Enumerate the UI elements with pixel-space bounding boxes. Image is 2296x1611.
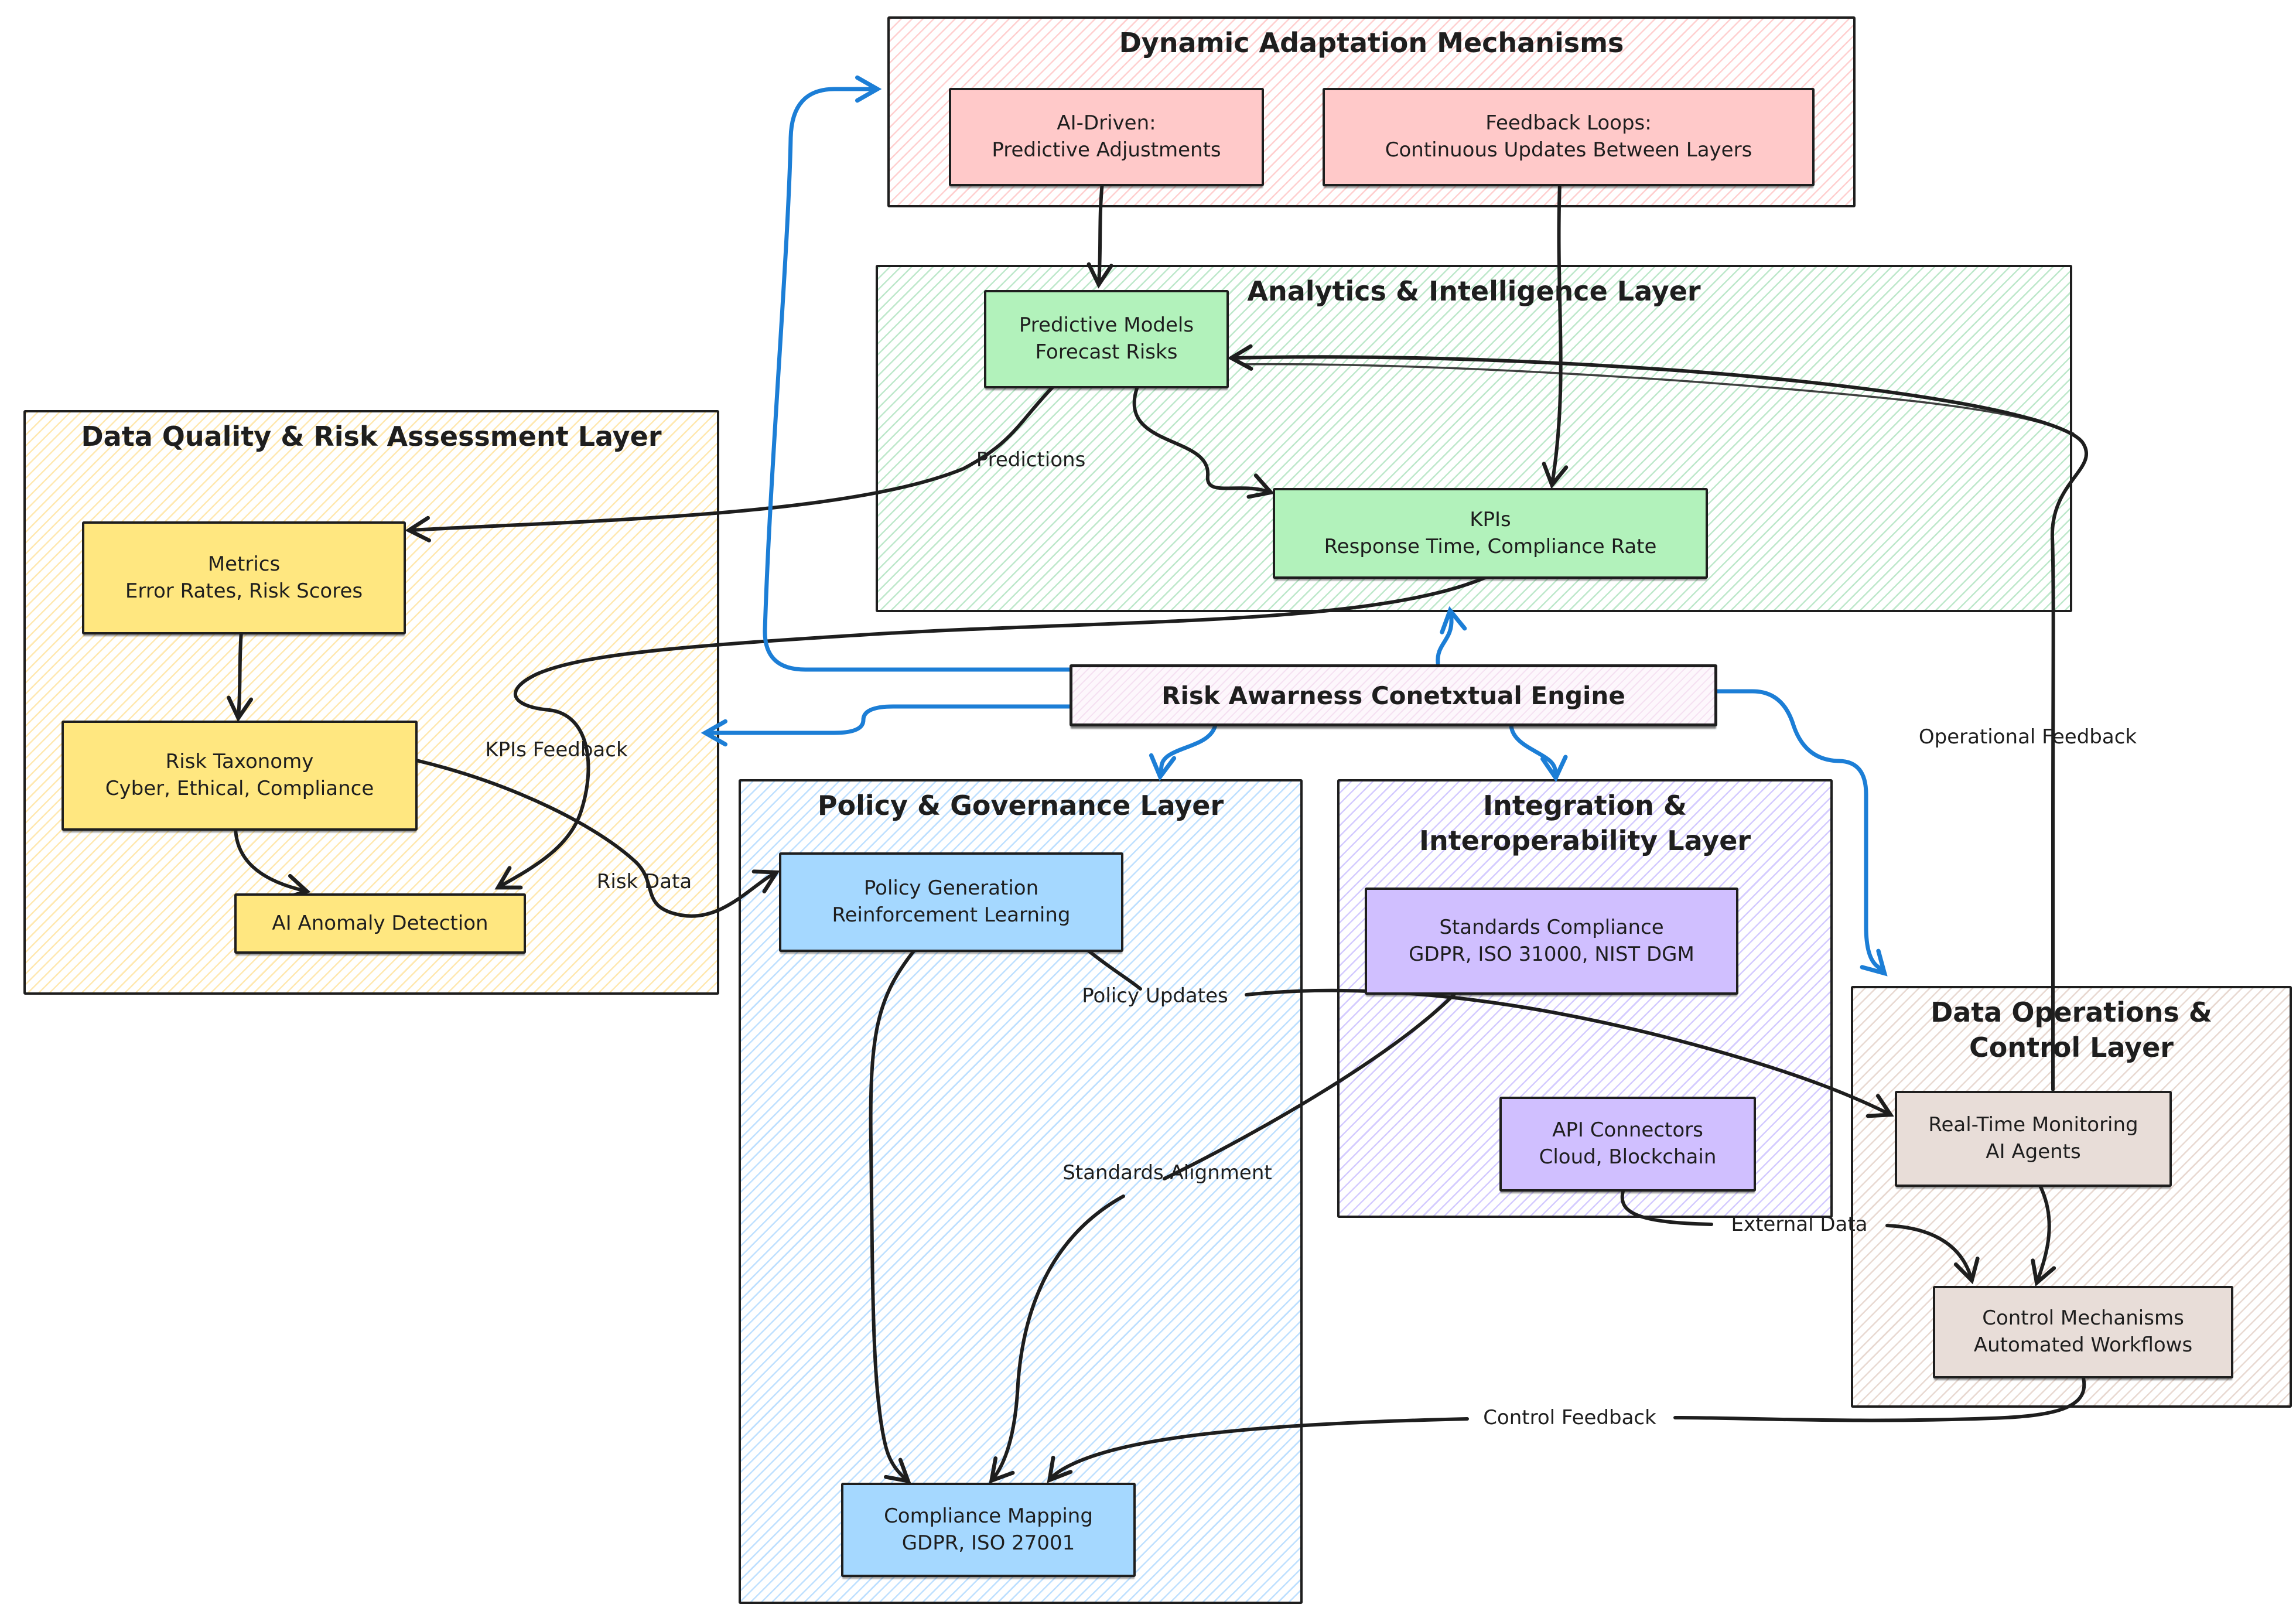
layer-title-data-quality: Data Quality & Risk Assessment Layer (81, 421, 662, 452)
node-ai-anomaly-detection: AI Anomaly Detection (234, 893, 526, 954)
layer-title-dynamic: Dynamic Adaptation Mechanisms (1119, 27, 1624, 59)
edge-engine-to-policy (1149, 719, 1218, 781)
layer-title-policy: Policy & Governance Layer (817, 790, 1224, 821)
node-ai-anomaly-label: AI Anomaly Detection (272, 911, 488, 935)
node-feedback-loops-label: Feedback Loops: Continuous Updates Betwe… (1385, 111, 1752, 162)
node-compliance-mapping: Compliance Mapping GDPR, ISO 27001 (841, 1483, 1136, 1577)
node-policy-generation-label: Policy Generation Reinforcement Learning (832, 876, 1071, 927)
edge-label-predictions: Predictions (976, 448, 1086, 472)
node-feedback-loops: Feedback Loops: Continuous Updates Betwe… (1323, 88, 1815, 186)
engine-label: Risk Awarness Conetxtual Engine (1161, 681, 1625, 710)
node-risk-taxonomy: Risk Taxonomy Cyber, Ethical, Compliance (62, 721, 418, 831)
node-ai-driven-label: AI-Driven: Predictive Adjustments (992, 111, 1221, 162)
node-real-time-monitoring-label: Real-Time Monitoring AI Agents (1928, 1113, 2138, 1163)
edge-label-kpis-feedback: KPIs Feedback (485, 738, 628, 762)
edge-label-external-data: External Data (1731, 1213, 1868, 1236)
edge-engine-to-dataquality (701, 704, 1072, 747)
edge-label-risk-data: Risk Data (596, 870, 692, 893)
node-standards-compliance: Standards Compliance GDPR, ISO 31000, NI… (1365, 888, 1738, 995)
node-standards-compliance-label: Standards Compliance GDPR, ISO 31000, NI… (1409, 915, 1694, 966)
edge-label-standards-alignment: Standards Alignment (1062, 1161, 1272, 1185)
layer-title-data-ops: Data Operations & Control Layer (1931, 996, 2212, 1063)
node-metrics: Metrics Error Rates, Risk Scores (82, 521, 406, 634)
node-predictive-models-label: Predictive Models Forecast Risks (1019, 313, 1194, 364)
node-api-connectors: API Connectors Cloud, Blockchain (1499, 1097, 1756, 1192)
node-risk-awareness-contextual-engine: Risk Awarness Conetxtual Engine (1070, 664, 1717, 726)
edge-engine-to-analytics (1436, 606, 1467, 665)
node-control-mechanisms: Control Mechanisms Automated Workflows (1933, 1286, 2233, 1378)
edge-label-control-feedback: Control Feedback (1483, 1406, 1656, 1429)
node-compliance-mapping-label: Compliance Mapping GDPR, ISO 27001 (884, 1504, 1093, 1555)
edge-label-policy-updates: Policy Updates (1082, 984, 1228, 1008)
layer-title-integration: Integration & Interoperability Layer (1419, 790, 1751, 856)
node-ai-driven: AI-Driven: Predictive Adjustments (949, 88, 1264, 186)
edge-engine-to-integration (1509, 719, 1568, 783)
node-metrics-label: Metrics Error Rates, Risk Scores (125, 552, 363, 603)
node-control-mechanisms-label: Control Mechanisms Automated Workflows (1973, 1306, 2193, 1357)
node-policy-generation: Policy Generation Reinforcement Learning (779, 852, 1123, 952)
node-predictive-models: Predictive Models Forecast Risks (984, 290, 1229, 388)
layer-title-analytics: Analytics & Intelligence Layer (1247, 275, 1701, 307)
node-kpis-label: KPIs Response Time, Compliance Rate (1324, 507, 1657, 558)
node-api-connectors-label: API Connectors Cloud, Blockchain (1539, 1118, 1717, 1169)
edge-label-operational-feedback: Operational Feedback (1918, 725, 2137, 749)
node-kpis: KPIs Response Time, Compliance Rate (1273, 488, 1708, 579)
node-risk-taxonomy-label: Risk Taxonomy Cyber, Ethical, Compliance (105, 750, 374, 800)
node-real-time-monitoring: Real-Time Monitoring AI Agents (1895, 1091, 2172, 1187)
